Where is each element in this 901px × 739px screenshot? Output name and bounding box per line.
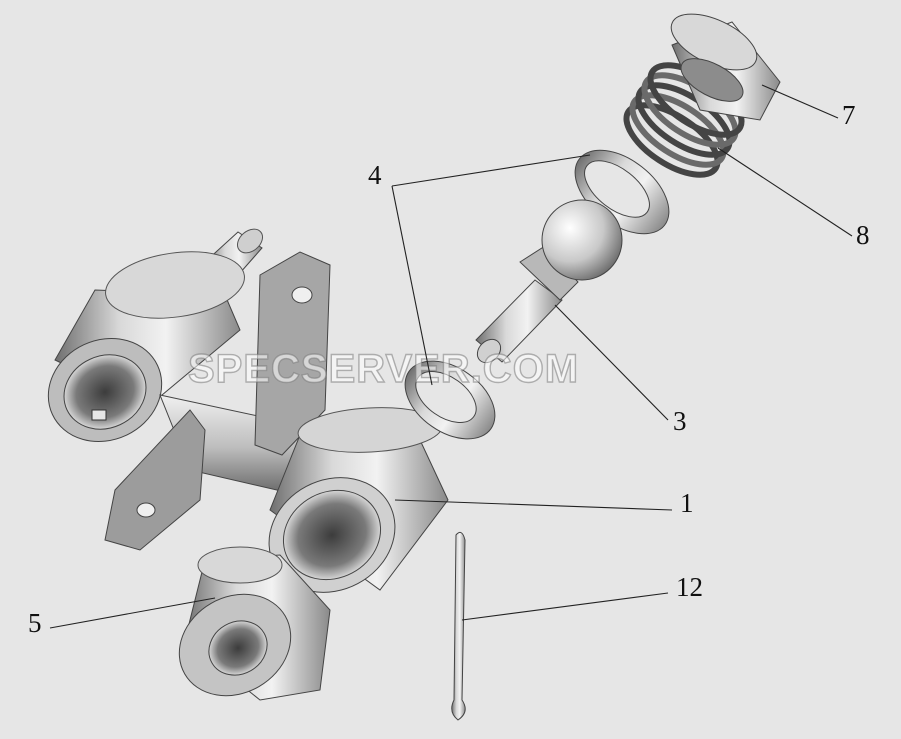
leader-1 (394, 499, 673, 511)
bushing-part-5 (178, 546, 331, 701)
callout-1: 1 (680, 488, 694, 518)
leader-5 (49, 597, 216, 629)
callout-12: 12 (676, 572, 703, 602)
callout-7: 7 (842, 100, 856, 130)
callout-4: 4 (368, 160, 382, 190)
callout-3: 3 (673, 406, 687, 436)
leader-4-lower (391, 185, 433, 386)
cotter-pin-part-12 (451, 531, 466, 721)
leader-7 (761, 84, 839, 119)
leader-12 (461, 592, 669, 621)
housing-part-1 (47, 228, 449, 593)
watermark-text: SPECSERVER.COM (188, 347, 579, 391)
leader-lines (49, 84, 853, 629)
leader-3 (554, 304, 669, 421)
leader-8 (717, 147, 853, 237)
ball-pin-part-3 (475, 199, 623, 364)
callout-8: 8 (856, 220, 870, 250)
plug-part-7 (670, 13, 781, 121)
ring-part-4-lower (404, 360, 496, 440)
callout-5: 5 (28, 608, 42, 638)
leader-4-upper (391, 154, 591, 187)
